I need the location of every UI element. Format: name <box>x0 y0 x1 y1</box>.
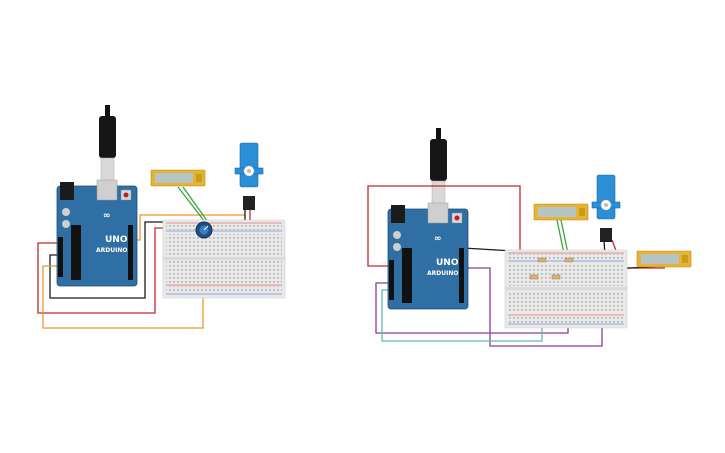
wire-red-right-main <box>367 185 521 267</box>
usb-cable-left <box>99 105 116 183</box>
arduino-brand-right: ARDUINO <box>427 270 458 277</box>
lcd-module-left <box>150 169 206 187</box>
breadboard-left <box>162 219 286 299</box>
lcd-module-right-side <box>636 250 692 268</box>
arduino-model-left: UNO <box>105 235 128 245</box>
lcd-module-right-top <box>533 203 589 221</box>
arduino-logo-left: ∞ <box>103 211 111 221</box>
breadboard-right <box>504 249 628 329</box>
left-circuit: ∞ UNO ARDUINO <box>37 105 286 329</box>
wires-left <box>37 186 258 329</box>
resistors-right <box>529 257 574 280</box>
potentiometer-left <box>195 221 213 239</box>
arduino-logo-right: ∞ <box>434 234 442 244</box>
usb-cable-right <box>430 128 447 206</box>
servo-left <box>234 142 264 210</box>
right-circuit: ∞ UNO ARDUINO <box>367 128 692 347</box>
servo-right <box>591 174 621 242</box>
wire-green-left-2 <box>182 186 209 223</box>
wire-orange-left <box>42 240 204 329</box>
arduino-model-right: UNO <box>436 258 459 268</box>
arduino-brand-left: ARDUINO <box>96 247 127 254</box>
wire-orange-left-2 <box>135 214 245 241</box>
wire-black-left-1 <box>49 221 200 299</box>
arduino-uno-right: ∞ UNO ARDUINO <box>387 202 469 310</box>
wire-green-left-1 <box>177 186 206 223</box>
arduino-uno-left: ∞ UNO ARDUINO <box>56 179 138 287</box>
wire-red-left-1 <box>37 227 168 314</box>
